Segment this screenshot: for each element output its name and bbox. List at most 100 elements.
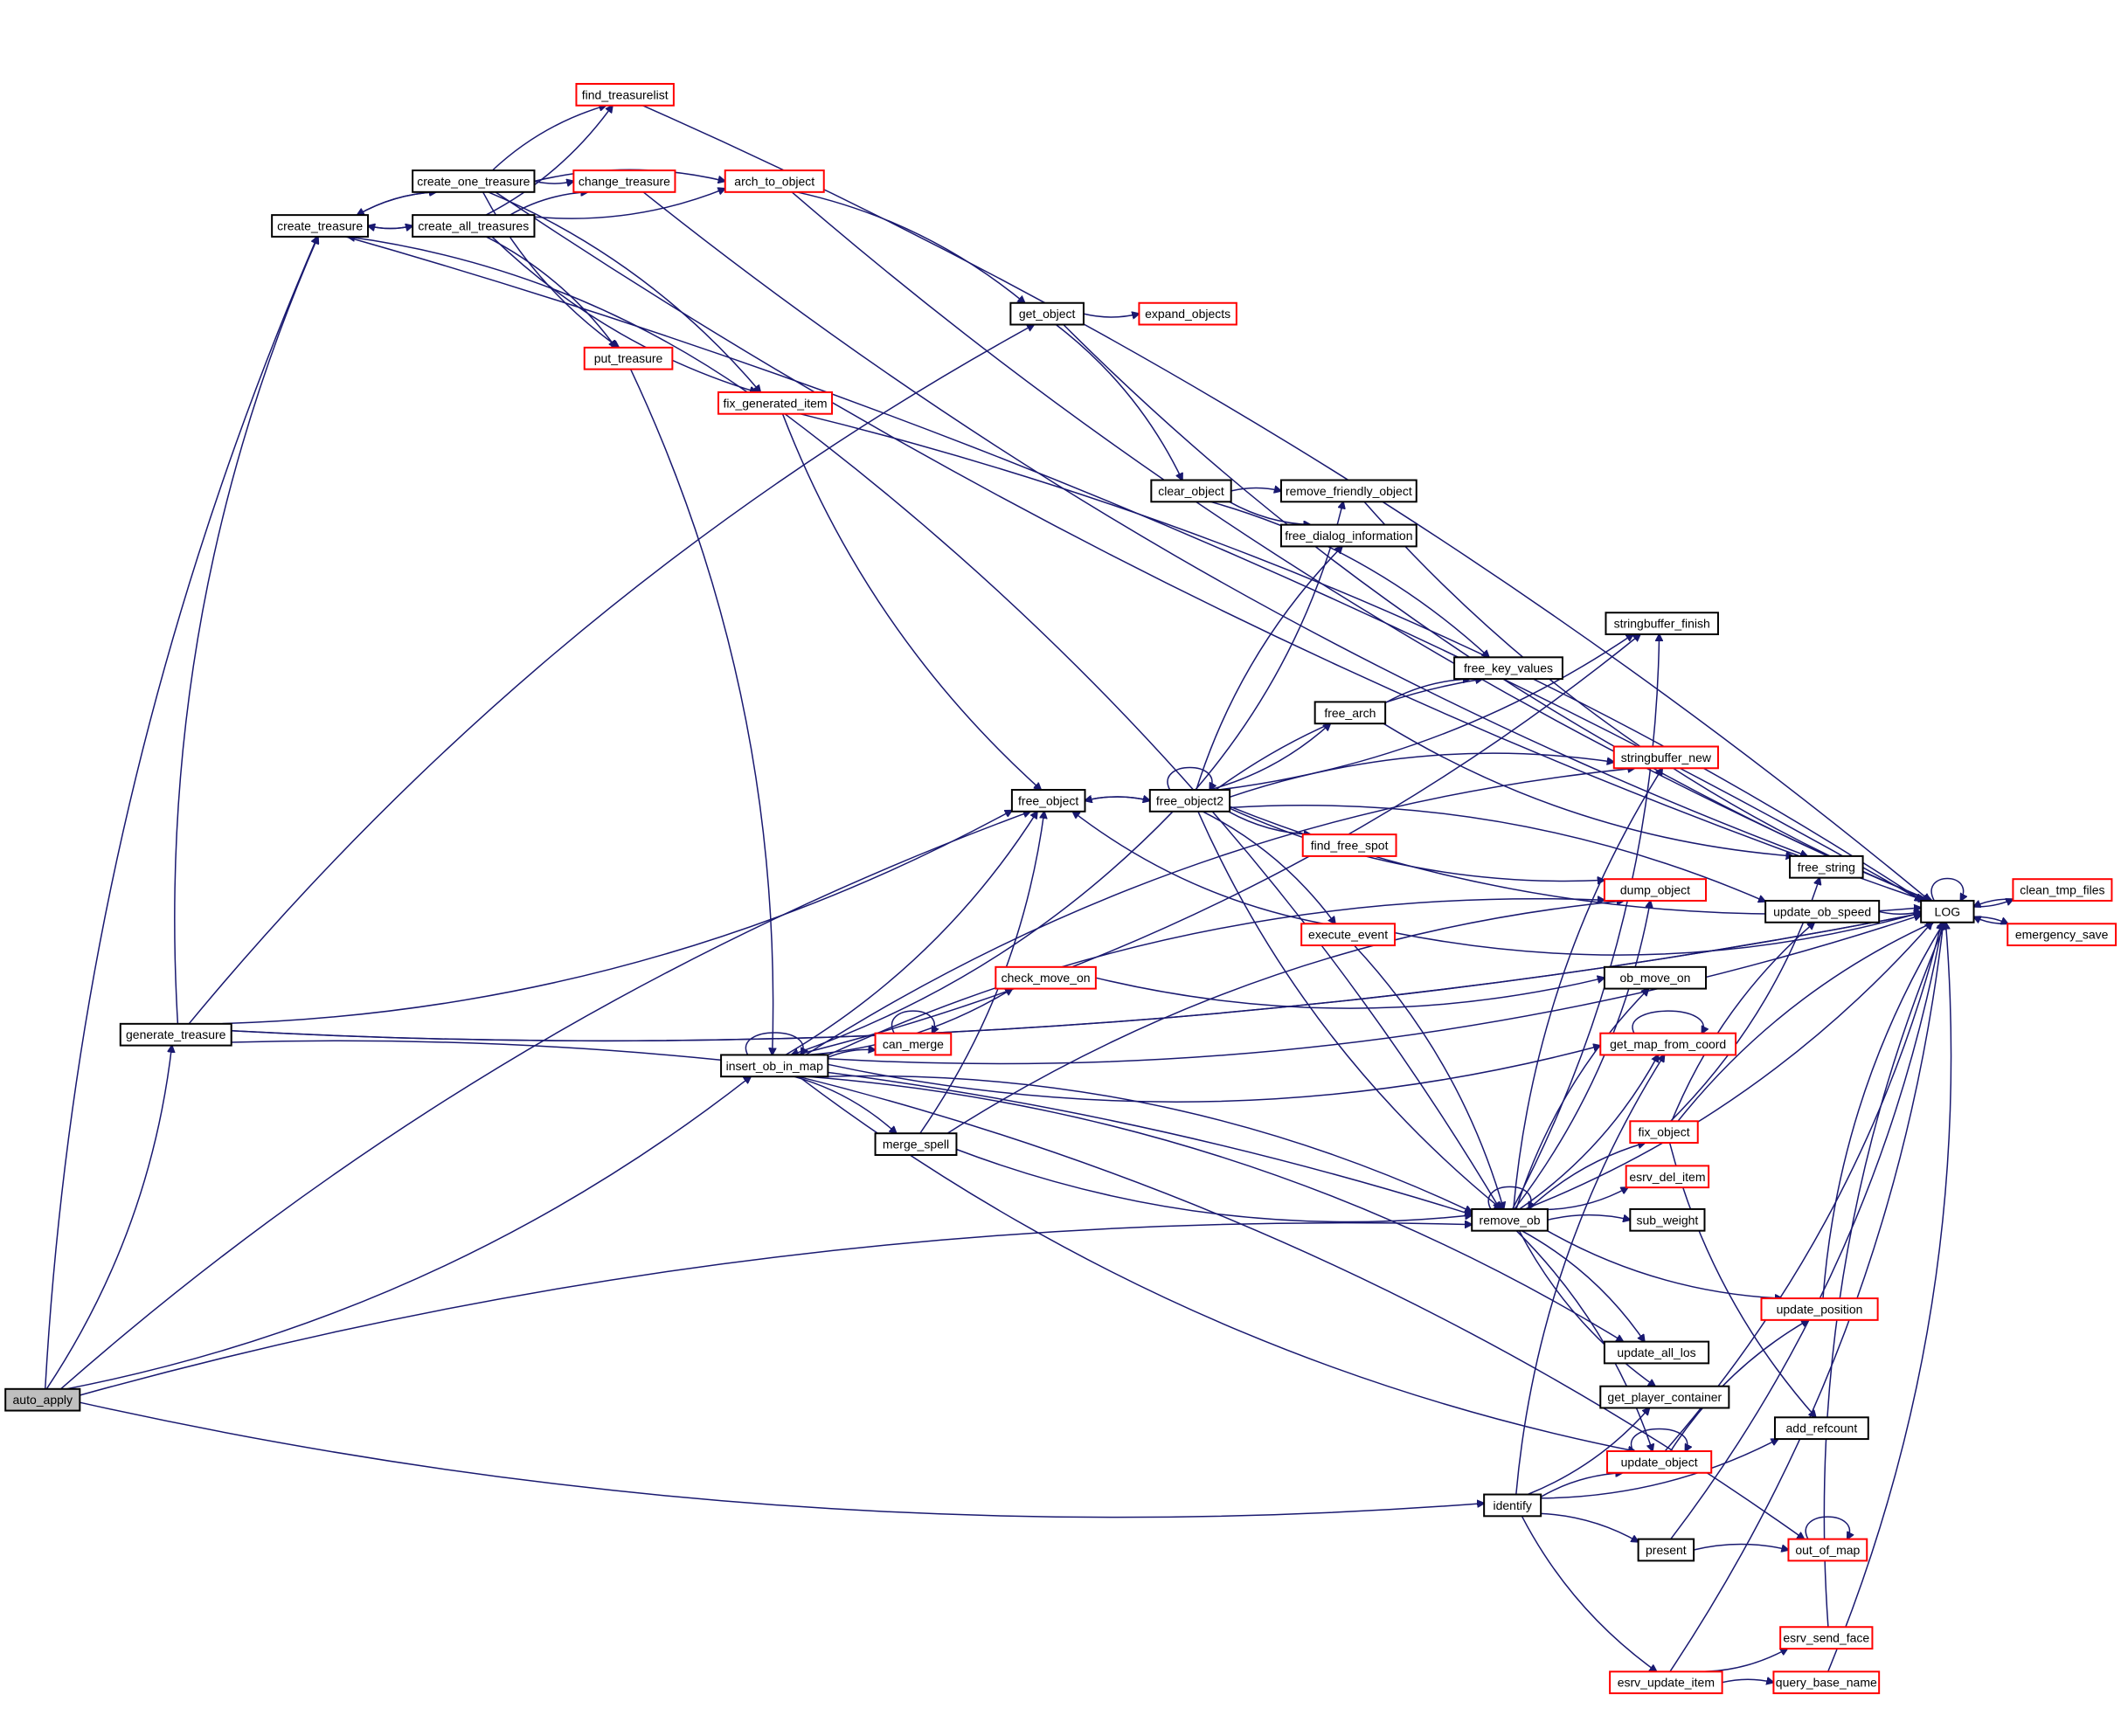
node-box[interactable] <box>1599 1385 1730 1409</box>
node-box[interactable] <box>1773 1416 1869 1441</box>
node-box[interactable] <box>575 82 675 107</box>
node-stringbuffer_new[interactable]: stringbuffer_new <box>1612 745 1719 770</box>
node-box[interactable] <box>1920 899 1975 923</box>
node-box[interactable] <box>717 391 834 415</box>
node-check_move_on[interactable]: check_move_on <box>995 965 1097 990</box>
node-esrv_update_item[interactable]: esrv_update_item <box>1609 1670 1723 1695</box>
node-create_treasure[interactable]: create_treasure <box>271 214 370 238</box>
node-free_object2[interactable]: free_object2 <box>1148 789 1231 813</box>
node-box[interactable] <box>1772 1670 1881 1695</box>
node-box[interactable] <box>1629 1120 1699 1145</box>
node-box[interactable] <box>1301 833 1397 857</box>
node-create_all_treasures[interactable]: create_all_treasures <box>412 214 536 238</box>
node-box[interactable] <box>1764 899 1881 923</box>
node-box[interactable] <box>874 1132 958 1156</box>
node-get_object[interactable]: get_object <box>1009 301 1085 326</box>
node-update_position[interactable]: update_position <box>1760 1297 1879 1321</box>
node-box[interactable] <box>874 1032 953 1056</box>
node-put_treasure[interactable]: put_treasure <box>583 346 674 370</box>
node-box[interactable] <box>412 214 536 238</box>
node-dump_object[interactable]: dump_object <box>1603 878 1708 902</box>
node-ob_move_on[interactable]: ob_move_on <box>1603 965 1708 990</box>
node-box[interactable] <box>1300 923 1396 947</box>
node-find_free_spot[interactable]: find_free_spot <box>1301 833 1397 857</box>
node-box[interactable] <box>1603 1340 1710 1365</box>
node-sub_weight[interactable]: sub_weight <box>1629 1207 1706 1232</box>
node-query_base_name[interactable]: query_base_name <box>1772 1670 1881 1695</box>
node-update_all_los[interactable]: update_all_los <box>1603 1340 1710 1365</box>
node-box[interactable] <box>1637 1538 1695 1562</box>
node-esrv_send_face[interactable]: esrv_send_face <box>1779 1626 1874 1650</box>
node-box[interactable] <box>119 1022 232 1047</box>
node-box[interactable] <box>995 965 1097 990</box>
node-box[interactable] <box>724 169 825 193</box>
node-get_player_container[interactable]: get_player_container <box>1599 1385 1730 1409</box>
node-clean_tmp_files[interactable]: clean_tmp_files <box>2012 878 2113 902</box>
node-execute_event[interactable]: execute_event <box>1300 923 1396 947</box>
node-box[interactable] <box>1612 745 1719 770</box>
node-box[interactable] <box>1150 479 1232 503</box>
node-remove_ob[interactable]: remove_ob <box>1471 1207 1549 1232</box>
node-update_object[interactable]: update_object <box>1606 1450 1713 1474</box>
node-box[interactable] <box>1313 701 1387 725</box>
node-box[interactable] <box>2012 878 2113 902</box>
node-fix_generated_item[interactable]: fix_generated_item <box>717 391 834 415</box>
node-box[interactable] <box>720 1054 829 1078</box>
node-box[interactable] <box>1787 1538 1868 1562</box>
node-box[interactable] <box>1779 1626 1874 1650</box>
node-box[interactable] <box>1609 1670 1723 1695</box>
node-box[interactable] <box>1606 1450 1713 1474</box>
node-fix_object[interactable]: fix_object <box>1629 1120 1699 1145</box>
node-box[interactable] <box>1483 1493 1542 1518</box>
node-free_arch[interactable]: free_arch <box>1313 701 1387 725</box>
node-box[interactable] <box>1279 523 1417 548</box>
node-stringbuffer_finish[interactable]: stringbuffer_finish <box>1605 612 1719 636</box>
node-esrv_del_item[interactable]: esrv_del_item <box>1625 1165 1710 1189</box>
node-box[interactable] <box>1605 612 1719 636</box>
node-free_string[interactable]: free_string <box>1789 854 1864 879</box>
node-expand_objects[interactable]: expand_objects <box>1138 301 1237 326</box>
node-box[interactable] <box>1138 301 1237 326</box>
node-box[interactable] <box>1789 854 1864 879</box>
node-get_map_from_coord[interactable]: get_map_from_coord <box>1599 1032 1737 1056</box>
node-box[interactable] <box>1629 1207 1706 1232</box>
node-box[interactable] <box>572 169 676 193</box>
node-box[interactable] <box>1453 656 1563 681</box>
node-generate_treasure[interactable]: generate_treasure <box>119 1022 232 1047</box>
node-box[interactable] <box>412 169 536 193</box>
node-box[interactable] <box>1625 1165 1710 1189</box>
node-change_treasure[interactable]: change_treasure <box>572 169 676 193</box>
node-find_treasurelist[interactable]: find_treasurelist <box>575 82 675 107</box>
node-free_object[interactable]: free_object <box>1010 789 1086 813</box>
node-box[interactable] <box>583 346 674 370</box>
node-add_refcount[interactable]: add_refcount <box>1773 1416 1869 1441</box>
node-out_of_map[interactable]: out_of_map <box>1787 1538 1868 1562</box>
node-box[interactable] <box>1279 479 1417 503</box>
node-box[interactable] <box>1603 878 1708 902</box>
node-auto_apply[interactable]: auto_apply <box>4 1387 81 1412</box>
node-box[interactable] <box>1471 1207 1549 1232</box>
node-insert_ob_in_map[interactable]: insert_ob_in_map <box>720 1054 829 1078</box>
node-box[interactable] <box>271 214 370 238</box>
node-present[interactable]: present <box>1637 1538 1695 1562</box>
node-box[interactable] <box>1603 965 1708 990</box>
node-box[interactable] <box>1599 1032 1737 1056</box>
node-remove_friendly_object[interactable]: remove_friendly_object <box>1279 479 1417 503</box>
node-box[interactable] <box>1009 301 1085 326</box>
node-merge_spell[interactable]: merge_spell <box>874 1132 958 1156</box>
node-free_key_values[interactable]: free_key_values <box>1453 656 1563 681</box>
node-box[interactable] <box>4 1387 81 1412</box>
node-create_one_treasure[interactable]: create_one_treasure <box>412 169 536 193</box>
node-can_merge[interactable]: can_merge <box>874 1032 953 1056</box>
node-clear_object[interactable]: clear_object <box>1150 479 1232 503</box>
node-box[interactable] <box>1148 789 1231 813</box>
node-free_dialog_information[interactable]: free_dialog_information <box>1279 523 1417 548</box>
node-box[interactable] <box>2007 923 2118 947</box>
node-update_ob_speed[interactable]: update_ob_speed <box>1764 899 1881 923</box>
node-emergency_save[interactable]: emergency_save <box>2007 923 2118 947</box>
node-box[interactable] <box>1010 789 1086 813</box>
node-identify[interactable]: identify <box>1483 1493 1542 1518</box>
node-arch_to_object[interactable]: arch_to_object <box>724 169 825 193</box>
node-box[interactable] <box>1760 1297 1879 1321</box>
node-LOG[interactable]: LOG <box>1920 899 1975 923</box>
